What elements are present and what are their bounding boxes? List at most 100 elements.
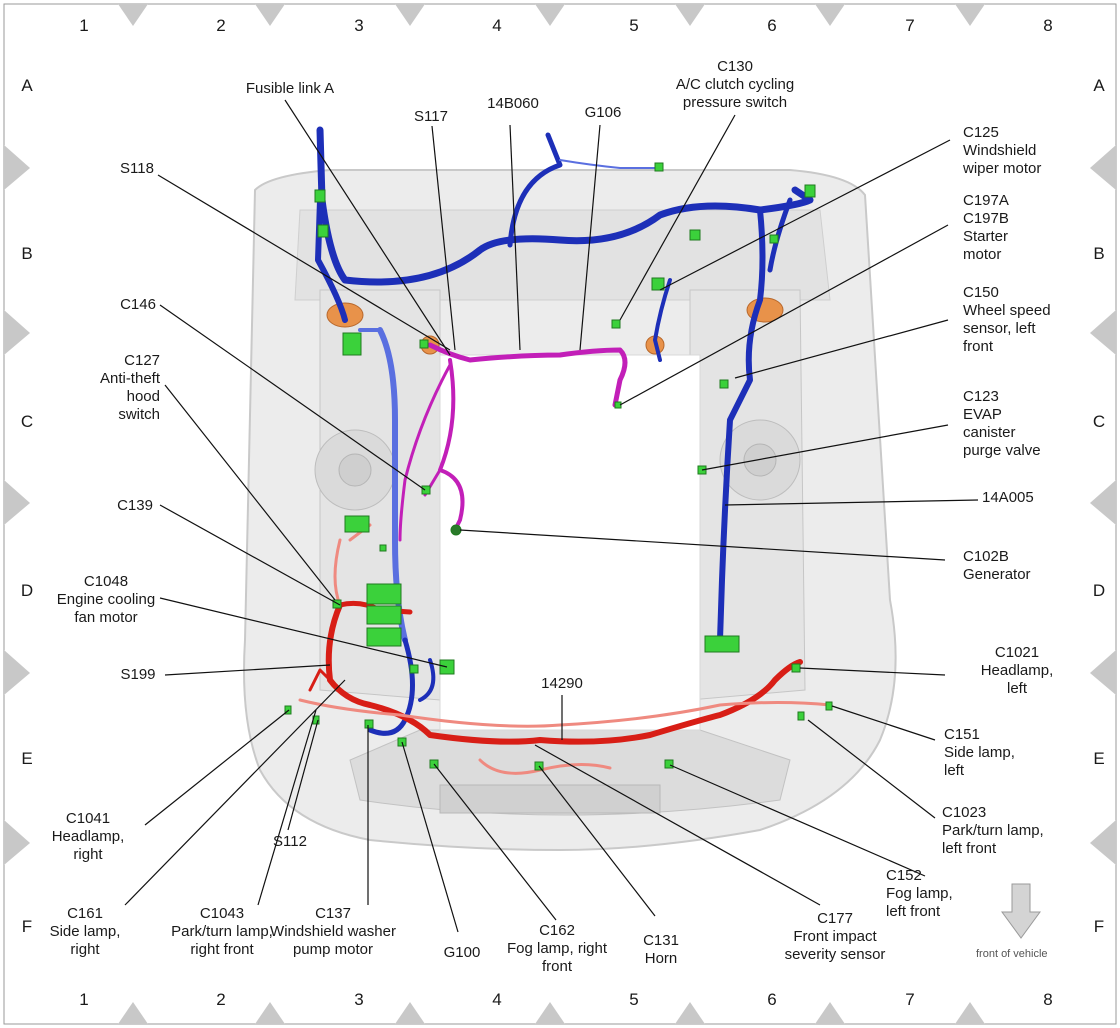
label-line: Side lamp, xyxy=(944,744,1015,761)
label-fusible-link-a: Fusible link A xyxy=(238,80,342,98)
grid-row-right-e: E xyxy=(1093,749,1105,768)
leader-lines xyxy=(124,99,979,933)
label-line: right front xyxy=(190,941,254,958)
label-line: C127 xyxy=(124,352,160,369)
label-line: Anti-theft xyxy=(99,370,160,387)
label-line: G100 xyxy=(443,944,481,961)
label-14290: 14290 xyxy=(530,675,594,693)
label-c139: C139 xyxy=(108,497,162,515)
label-line: hood xyxy=(126,388,160,405)
label-line: Fusible link A xyxy=(245,80,335,97)
label-c151: C151 Side lamp, left xyxy=(944,726,1044,780)
label-c131: C131 Horn xyxy=(626,932,696,968)
label-line: 14A005 xyxy=(982,489,1034,506)
connectors xyxy=(284,162,833,771)
grid-row-left-d: D xyxy=(20,581,34,600)
label-c146: C146 xyxy=(112,296,164,314)
label-c1041: C1041 Headlamp, right xyxy=(38,810,138,864)
grid-row-left-c: C xyxy=(20,412,34,431)
label-line: right xyxy=(70,941,100,958)
label-line: Fog lamp, xyxy=(886,885,953,902)
grid-col-top-7: 7 xyxy=(905,16,915,35)
label-s199: S199 xyxy=(112,666,164,684)
label-line: C131 xyxy=(643,932,679,949)
label-c1048: C1048 Engine cooling fan motor xyxy=(46,573,166,627)
label-line: C1023 xyxy=(942,804,987,821)
label-line: C137 xyxy=(315,905,351,922)
label-line: C1048 xyxy=(83,573,129,590)
label-line: C152 xyxy=(886,867,922,884)
label-line: Generator xyxy=(963,566,1031,583)
grid-col-bottom-1: 1 xyxy=(79,990,89,1009)
label-g100: G100 xyxy=(436,944,488,962)
label-line: pump motor xyxy=(292,941,374,958)
harness-wiring xyxy=(298,126,832,775)
label-line: C146 xyxy=(120,296,156,313)
label-line: A/C clutch cycling xyxy=(675,76,795,93)
grid-row-left-a: A xyxy=(21,76,33,95)
label-line: Windshield xyxy=(963,142,1037,159)
label-s117: S117 xyxy=(405,108,457,126)
grid-col-top-1: 1 xyxy=(79,16,89,35)
grid-col-top-6: 6 xyxy=(767,16,777,35)
label-line: C102B xyxy=(963,548,1009,565)
front-arrow-icon xyxy=(1001,883,1041,939)
grid-col-bottom-3: 3 xyxy=(354,990,364,1009)
label-s118: S118 xyxy=(112,160,162,178)
label-line: Windshield washer xyxy=(270,923,396,940)
label-line: Horn xyxy=(644,950,678,967)
label-line: C161 xyxy=(67,905,103,922)
label-line: Engine cooling xyxy=(56,591,156,608)
label-line: Fog lamp, right xyxy=(506,940,608,957)
label-line: purge valve xyxy=(963,442,1041,459)
label-line: pressure switch xyxy=(682,94,788,111)
grid-row-left-b: B xyxy=(21,244,33,263)
label-s112: S112 xyxy=(264,833,316,851)
label-c161: C161 Side lamp, right xyxy=(40,905,130,959)
label-line: C125 xyxy=(963,124,999,141)
label-line: sensor, left xyxy=(963,320,1036,337)
harness-red-14290 xyxy=(325,602,803,745)
label-line: left xyxy=(944,762,965,779)
label-line: 14290 xyxy=(541,675,583,692)
grid-col-bottom-5: 5 xyxy=(629,990,639,1009)
grid-col-top-8: 8 xyxy=(1043,16,1053,35)
label-c197: C197A C197B Starter motor xyxy=(963,192,1063,264)
label-line: C1021 xyxy=(994,644,1040,661)
grid-row-right-b: B xyxy=(1093,244,1105,263)
label-line: Wheel speed xyxy=(963,302,1051,319)
grid-row-right-f: F xyxy=(1093,917,1105,936)
label-line: Park/turn lamp, xyxy=(942,822,1044,839)
label-c150: C150 Wheel speed sensor, left front xyxy=(963,284,1073,356)
label-c137: C137 Windshield washer pump motor xyxy=(258,905,408,959)
label-line: S112 xyxy=(273,833,307,850)
label-line: C130 xyxy=(717,58,753,75)
grid-col-top-5: 5 xyxy=(629,16,639,35)
label-c1023: C1023 Park/turn lamp, left front xyxy=(942,804,1062,858)
label-line: Front impact xyxy=(793,928,877,945)
label-c1021: C1021 Headlamp, left xyxy=(972,644,1062,698)
front-of-vehicle-label: front of vehicle xyxy=(976,948,1048,960)
label-line: right xyxy=(73,846,103,863)
label-line: left front xyxy=(886,903,941,920)
grid-col-top-2: 2 xyxy=(216,16,226,35)
label-c102b: C102B Generator xyxy=(963,548,1063,584)
label-line: C150 xyxy=(963,284,999,301)
label-c125: C125 Windshield wiper motor xyxy=(963,124,1073,178)
grid-row-left-e: E xyxy=(21,749,33,768)
label-c162: C162 Fog lamp, right front xyxy=(494,922,620,976)
label-line: C197B xyxy=(963,210,1009,227)
label-line: switch xyxy=(118,406,160,423)
grid-row-left-f: F xyxy=(21,917,33,936)
label-line: 14B060 xyxy=(487,95,539,112)
label-line: Headlamp, xyxy=(51,828,125,845)
label-line: Side lamp, xyxy=(49,923,121,940)
label-g106: G106 xyxy=(578,104,628,122)
grid-col-bottom-7: 7 xyxy=(905,990,915,1009)
label-line: motor xyxy=(963,246,1002,263)
label-line: C177 xyxy=(817,910,853,927)
grid-col-top-3: 3 xyxy=(354,16,364,35)
grid-col-bottom-4: 4 xyxy=(492,990,502,1009)
label-c130: C130 A/C clutch cycling pressure switch xyxy=(660,58,810,112)
harness-magenta-14b060 xyxy=(427,342,628,408)
